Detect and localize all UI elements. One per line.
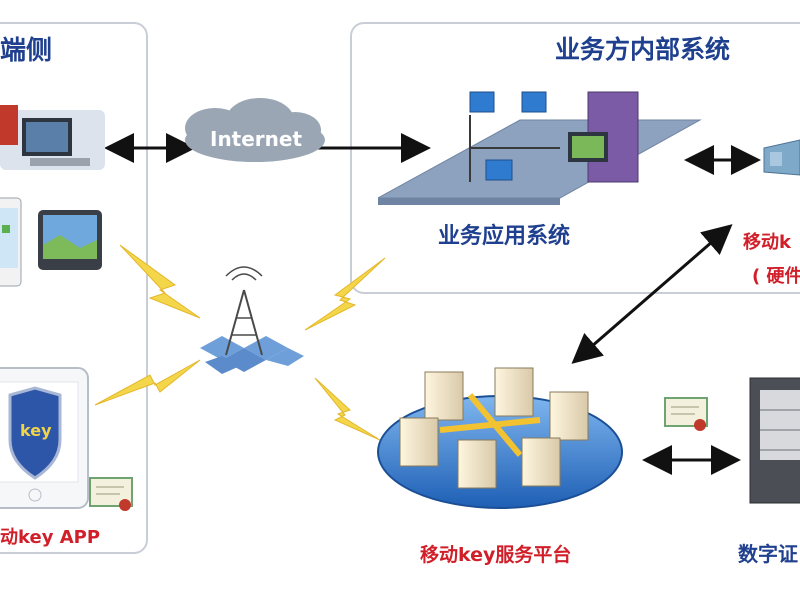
cell-tower-icon [200,266,304,374]
lightning-icon [119,244,201,319]
mobile-key-hw-label-2: ( 硬件 [752,266,800,287]
internet-label: Internet [210,127,303,151]
certificate-icon [664,397,708,431]
shield-key-label: key [20,421,52,440]
tablet-icon [38,210,102,270]
desktop-computer-icon [0,105,105,170]
usb-key-icon [763,139,800,176]
internal-system-title: 业务方内部系统 [555,35,731,64]
certificate-icon [89,477,133,511]
cloud-icon [185,98,325,162]
lightning-icon [304,257,386,331]
lightning-icon [94,359,201,406]
arrow-usbkey-platform [571,224,733,364]
rack-server-icon [749,377,800,504]
digital-cert-label: 数字证 [738,542,798,566]
server-cluster-icon [377,367,623,509]
lightning-icon [314,377,381,441]
mobile-key-hw-label-1: 移动k [743,232,791,253]
shield-key-icon [8,386,62,480]
service-platform-label: 移动key服务平台 [420,544,572,566]
arrows [104,133,761,475]
business-network-icon [377,91,702,205]
mobile-key-app-label: 动key APP [0,527,101,548]
lightning-icons [94,244,386,441]
phone-icon [0,197,22,287]
client-side-title: 端侧 [0,36,53,66]
business-app-label: 业务应用系统 [438,224,571,249]
